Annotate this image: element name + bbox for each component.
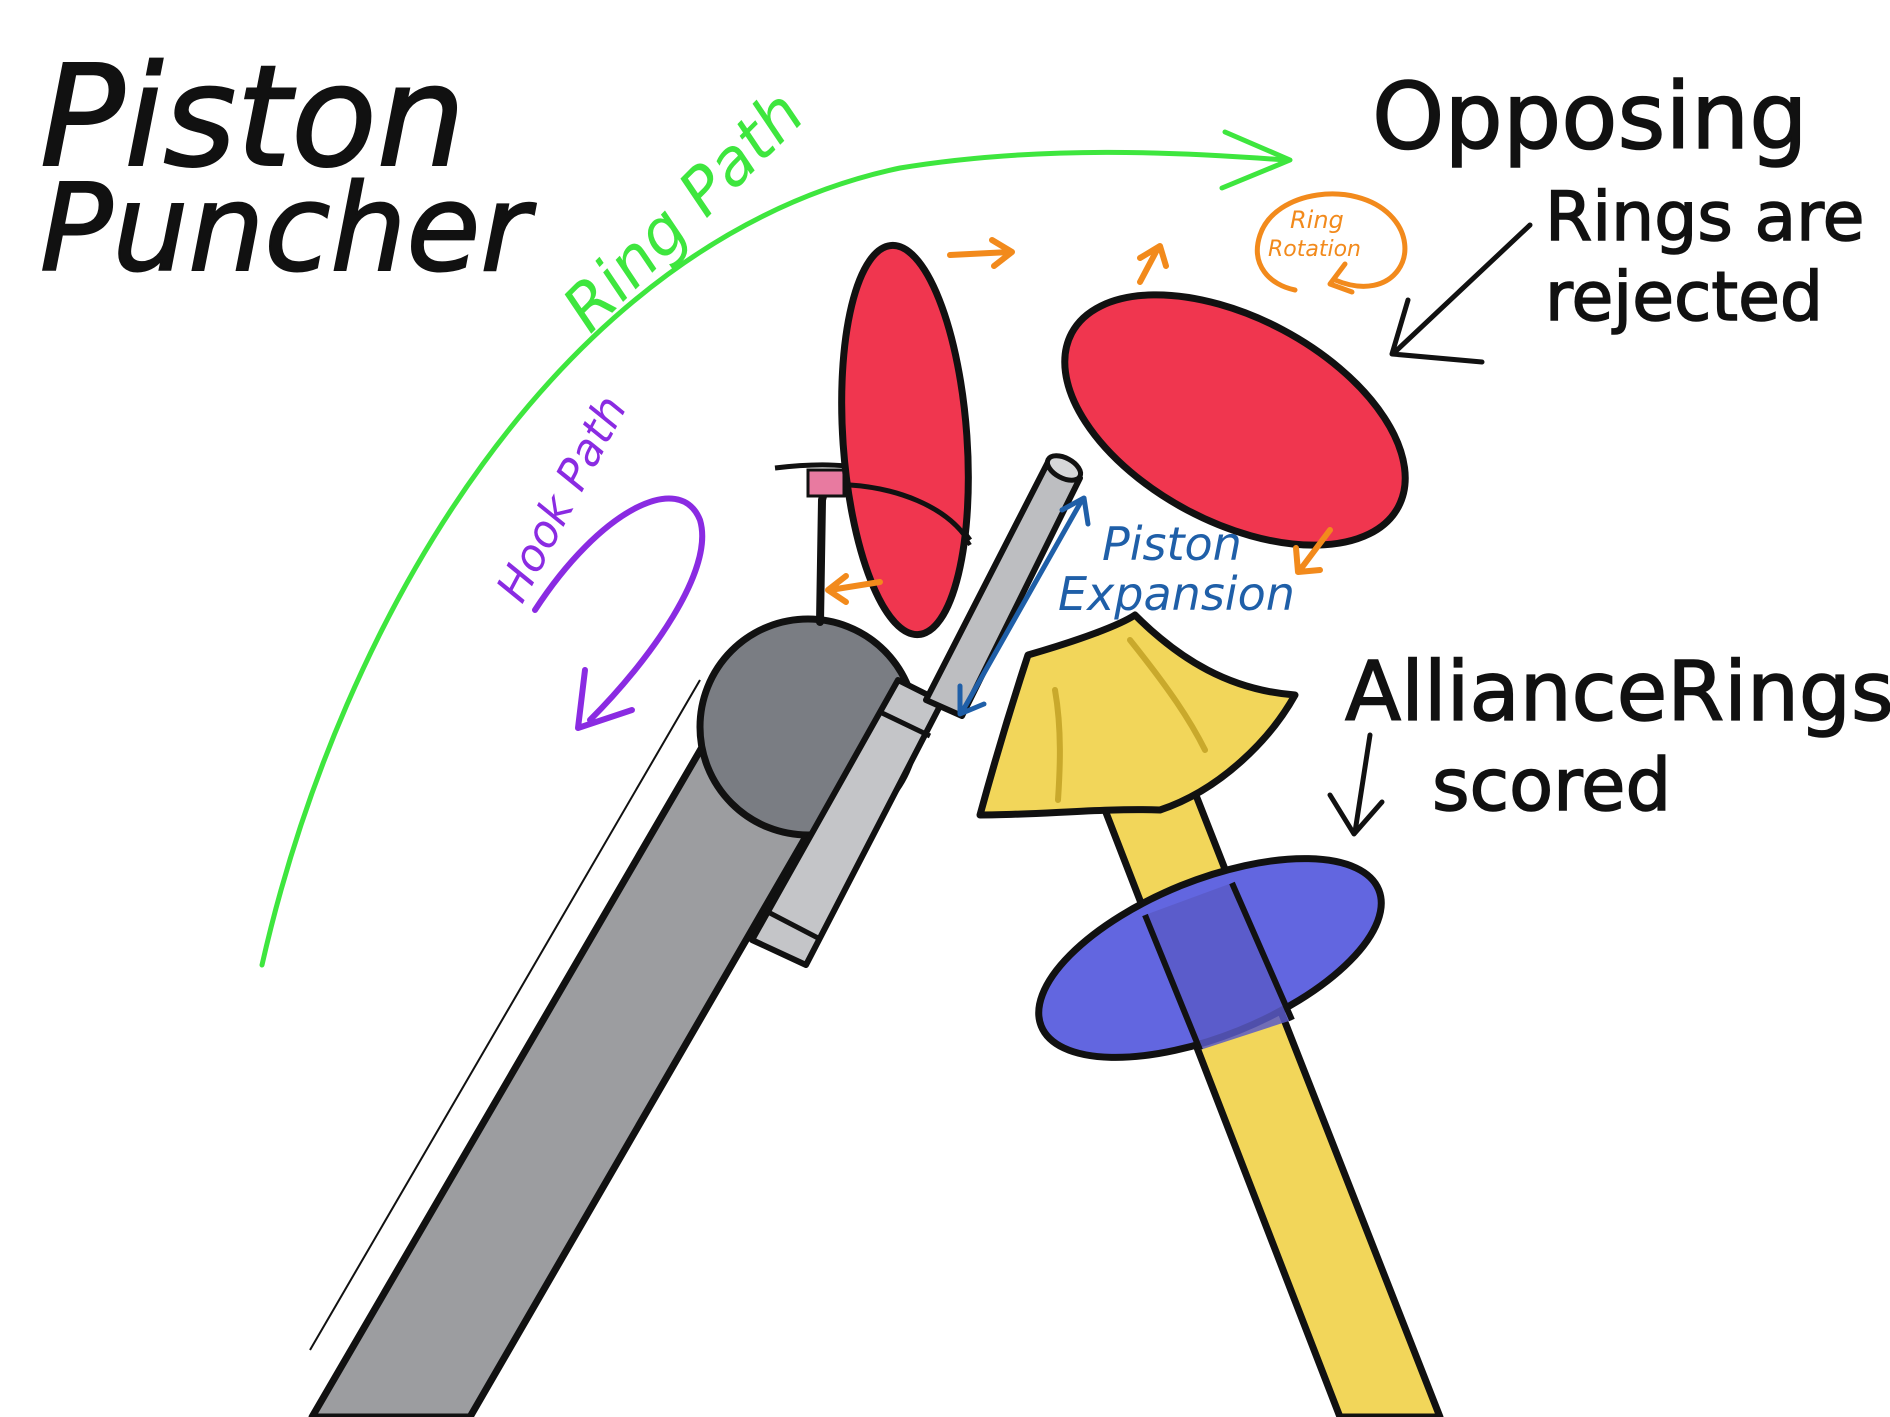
arrow-head-down bbox=[957, 683, 987, 717]
alliance-ring-group bbox=[1035, 855, 1385, 1061]
goal-post-fold bbox=[1052, 687, 1063, 803]
goal-post-edge bbox=[1142, 913, 1203, 1052]
ring-path-curve bbox=[259, 149, 1288, 968]
opposing-label-line-1: Opposing bbox=[1372, 63, 1808, 170]
rotation-arrow-right bbox=[1293, 527, 1333, 575]
goal-post-edge bbox=[1229, 881, 1295, 1022]
rotation-arrow-head bbox=[1327, 261, 1355, 295]
alliance-ring-overlap bbox=[1145, 883, 1292, 1050]
hook-path-curve bbox=[532, 495, 706, 723]
opposing-ring-rejected bbox=[1061, 291, 1409, 549]
arm-bar bbox=[308, 726, 834, 1417]
alliance-label-line-2: scored bbox=[1432, 743, 1671, 827]
motion-line bbox=[309, 679, 701, 1351]
piston-label-line-2: Expansion bbox=[1058, 567, 1295, 621]
piston-band bbox=[878, 709, 932, 739]
piston-rod-cap bbox=[1044, 453, 1084, 483]
circular-arrow-icon bbox=[1254, 191, 1408, 293]
ring-hook-stroke bbox=[849, 482, 971, 542]
opposing-ring-hooked bbox=[838, 241, 972, 639]
hook-path-group: Hook Path bbox=[487, 388, 706, 731]
ring-rotation-label-1: Ring bbox=[1290, 206, 1344, 234]
arrow-down-icon bbox=[1327, 732, 1385, 837]
opposing-label-group: Opposing Rings are rejected bbox=[1371, 62, 1865, 365]
arrow-head-up bbox=[1059, 495, 1091, 527]
rotation-arrows bbox=[825, 237, 1333, 605]
rotation-arrow-left bbox=[825, 573, 883, 605]
hook-tip bbox=[806, 468, 846, 498]
ring-path-label: Ring Path bbox=[549, 77, 819, 347]
hook-wire bbox=[816, 474, 832, 626]
piston-band bbox=[766, 909, 820, 941]
piston-expansion-group: Piston Expansion bbox=[957, 495, 1295, 717]
alliance-label-line-1: AllianceRings bbox=[1345, 645, 1890, 740]
title-line-1: Piston bbox=[40, 36, 466, 199]
arrow-right-icon bbox=[1219, 129, 1293, 191]
robot-arm bbox=[308, 615, 920, 1417]
goal-post-fold bbox=[1127, 637, 1208, 753]
opposing-label-line-3: rejected bbox=[1545, 258, 1823, 337]
rotation-arrow-top-right bbox=[1137, 243, 1169, 285]
alliance-label-group: AllianceRings scored bbox=[1327, 644, 1890, 837]
arrow-down-left-icon bbox=[575, 667, 635, 731]
rotation-arrow-top bbox=[947, 237, 1015, 269]
ring-rotation-group: Ring Rotation bbox=[1254, 191, 1408, 295]
opposing-label-line-2: Rings are bbox=[1545, 178, 1864, 257]
title-line-2: Puncher bbox=[40, 160, 536, 299]
double-arrow-icon bbox=[959, 497, 1085, 715]
arrow-down-left-icon bbox=[1389, 222, 1533, 365]
title-group: Piston Puncher bbox=[39, 35, 537, 300]
ring-rotation-label-2: Rotation bbox=[1268, 237, 1361, 262]
piston bbox=[749, 453, 1084, 968]
